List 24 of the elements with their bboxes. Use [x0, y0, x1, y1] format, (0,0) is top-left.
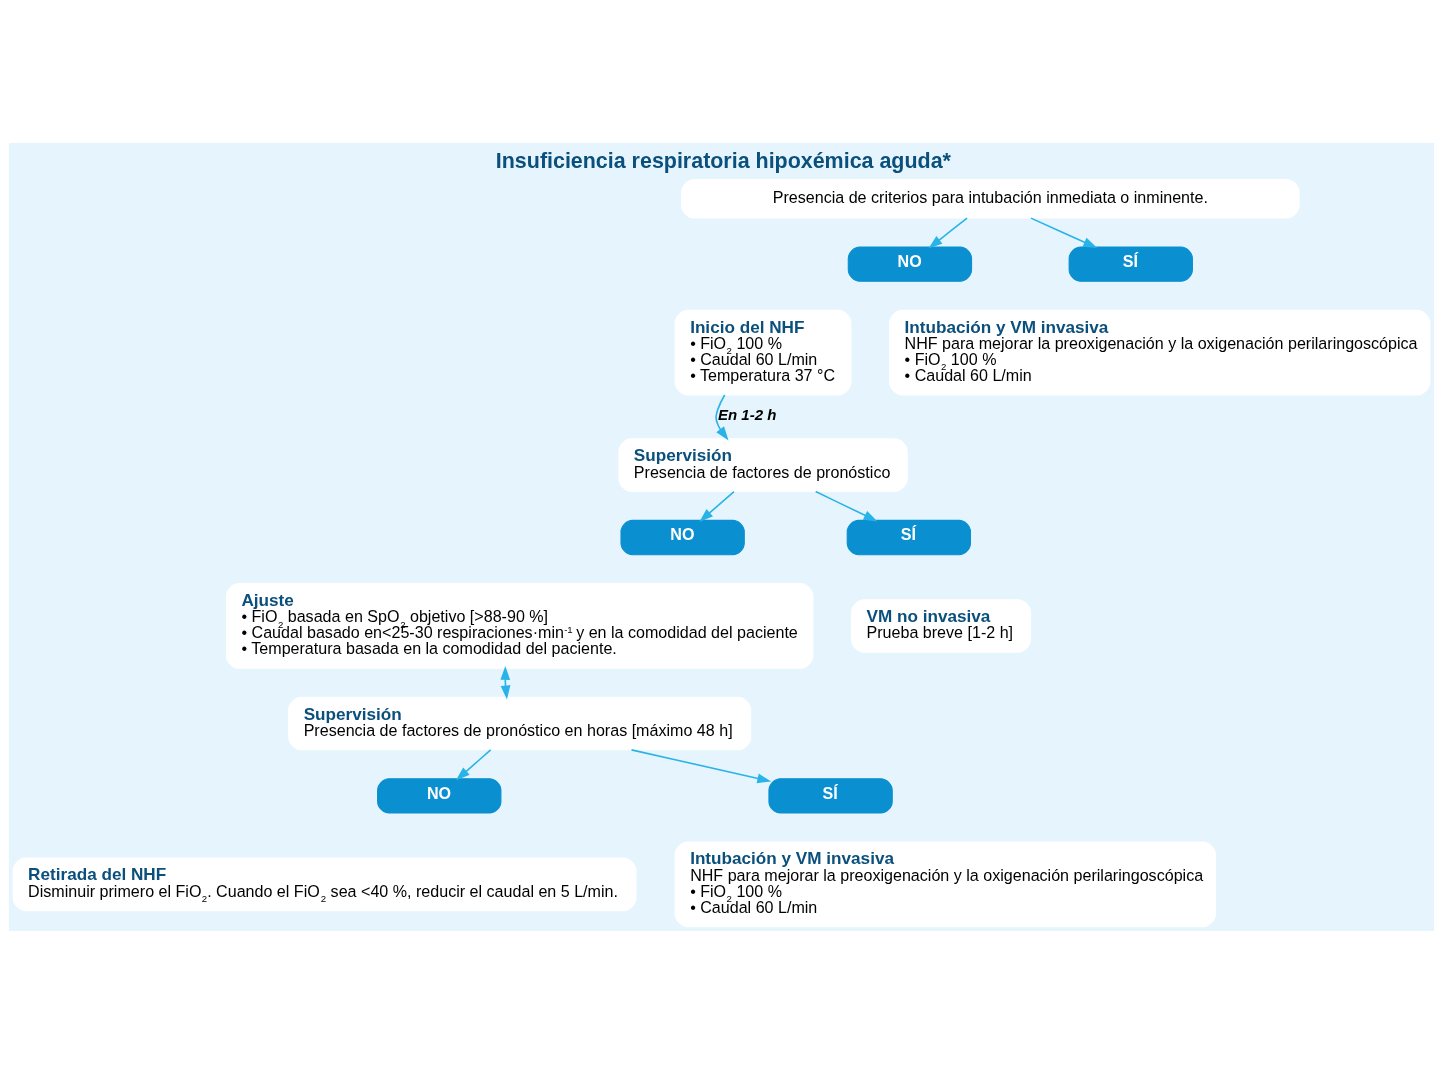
arrow [715, 393, 729, 440]
node-box: Supervisión Presencia de factores de pronóstico en horas [máximo 48 h] [288, 696, 752, 750]
diagram-title: Insuficiencia respiratoria hipoxémica aguda* [495, 148, 951, 173]
node-box: Presencia de criterios para intubación inmediata o inminente. [681, 178, 1300, 219]
node-box: Inicio del NHF • FiO$_{2}$ 100 % • Caudal 60 L/min • Temperatura 37 °C [674, 309, 852, 395]
node-box: VM no invasiva Prueba breve [1-2 h] [850, 598, 1032, 653]
node-box: Intubación y VM invasiva NHF para mejorar la preoxigenación y la oxigenación perilaringoscópica • FiO$_{2}$ 100 % • Caudal 60 L/min [889, 309, 1431, 395]
node-box: NO [847, 245, 973, 282]
arrow [699, 490, 735, 522]
arrow [500, 665, 511, 699]
node-box: NO [377, 777, 502, 814]
arrow [928, 216, 968, 248]
node-box: Intubación y VM invasiva NHF para mejorar la preoxigenación y la oxigenación perilaringoscópica • FiO$_{2}$ 100 % • Caudal 60 L/min [674, 840, 1216, 927]
node-box: SÍ [1068, 245, 1193, 282]
node-box: Retirada del NHF Disminuir primero el FiO$_{2}$. Cuando el FiO$_{2}$ sea <40 %, reducir el caudal en 5 L/min. [12, 857, 637, 911]
edge-label: En 1-2 h [718, 405, 777, 423]
arrow [1030, 216, 1098, 248]
arrow [455, 748, 492, 780]
node-box: SÍ [768, 777, 893, 814]
node-box: Supervisión Presencia de factores de pronóstico [618, 437, 908, 492]
node-box: NO [620, 519, 745, 555]
arrow [630, 748, 772, 783]
node-box: SÍ [846, 519, 972, 555]
arrow [814, 490, 878, 521]
